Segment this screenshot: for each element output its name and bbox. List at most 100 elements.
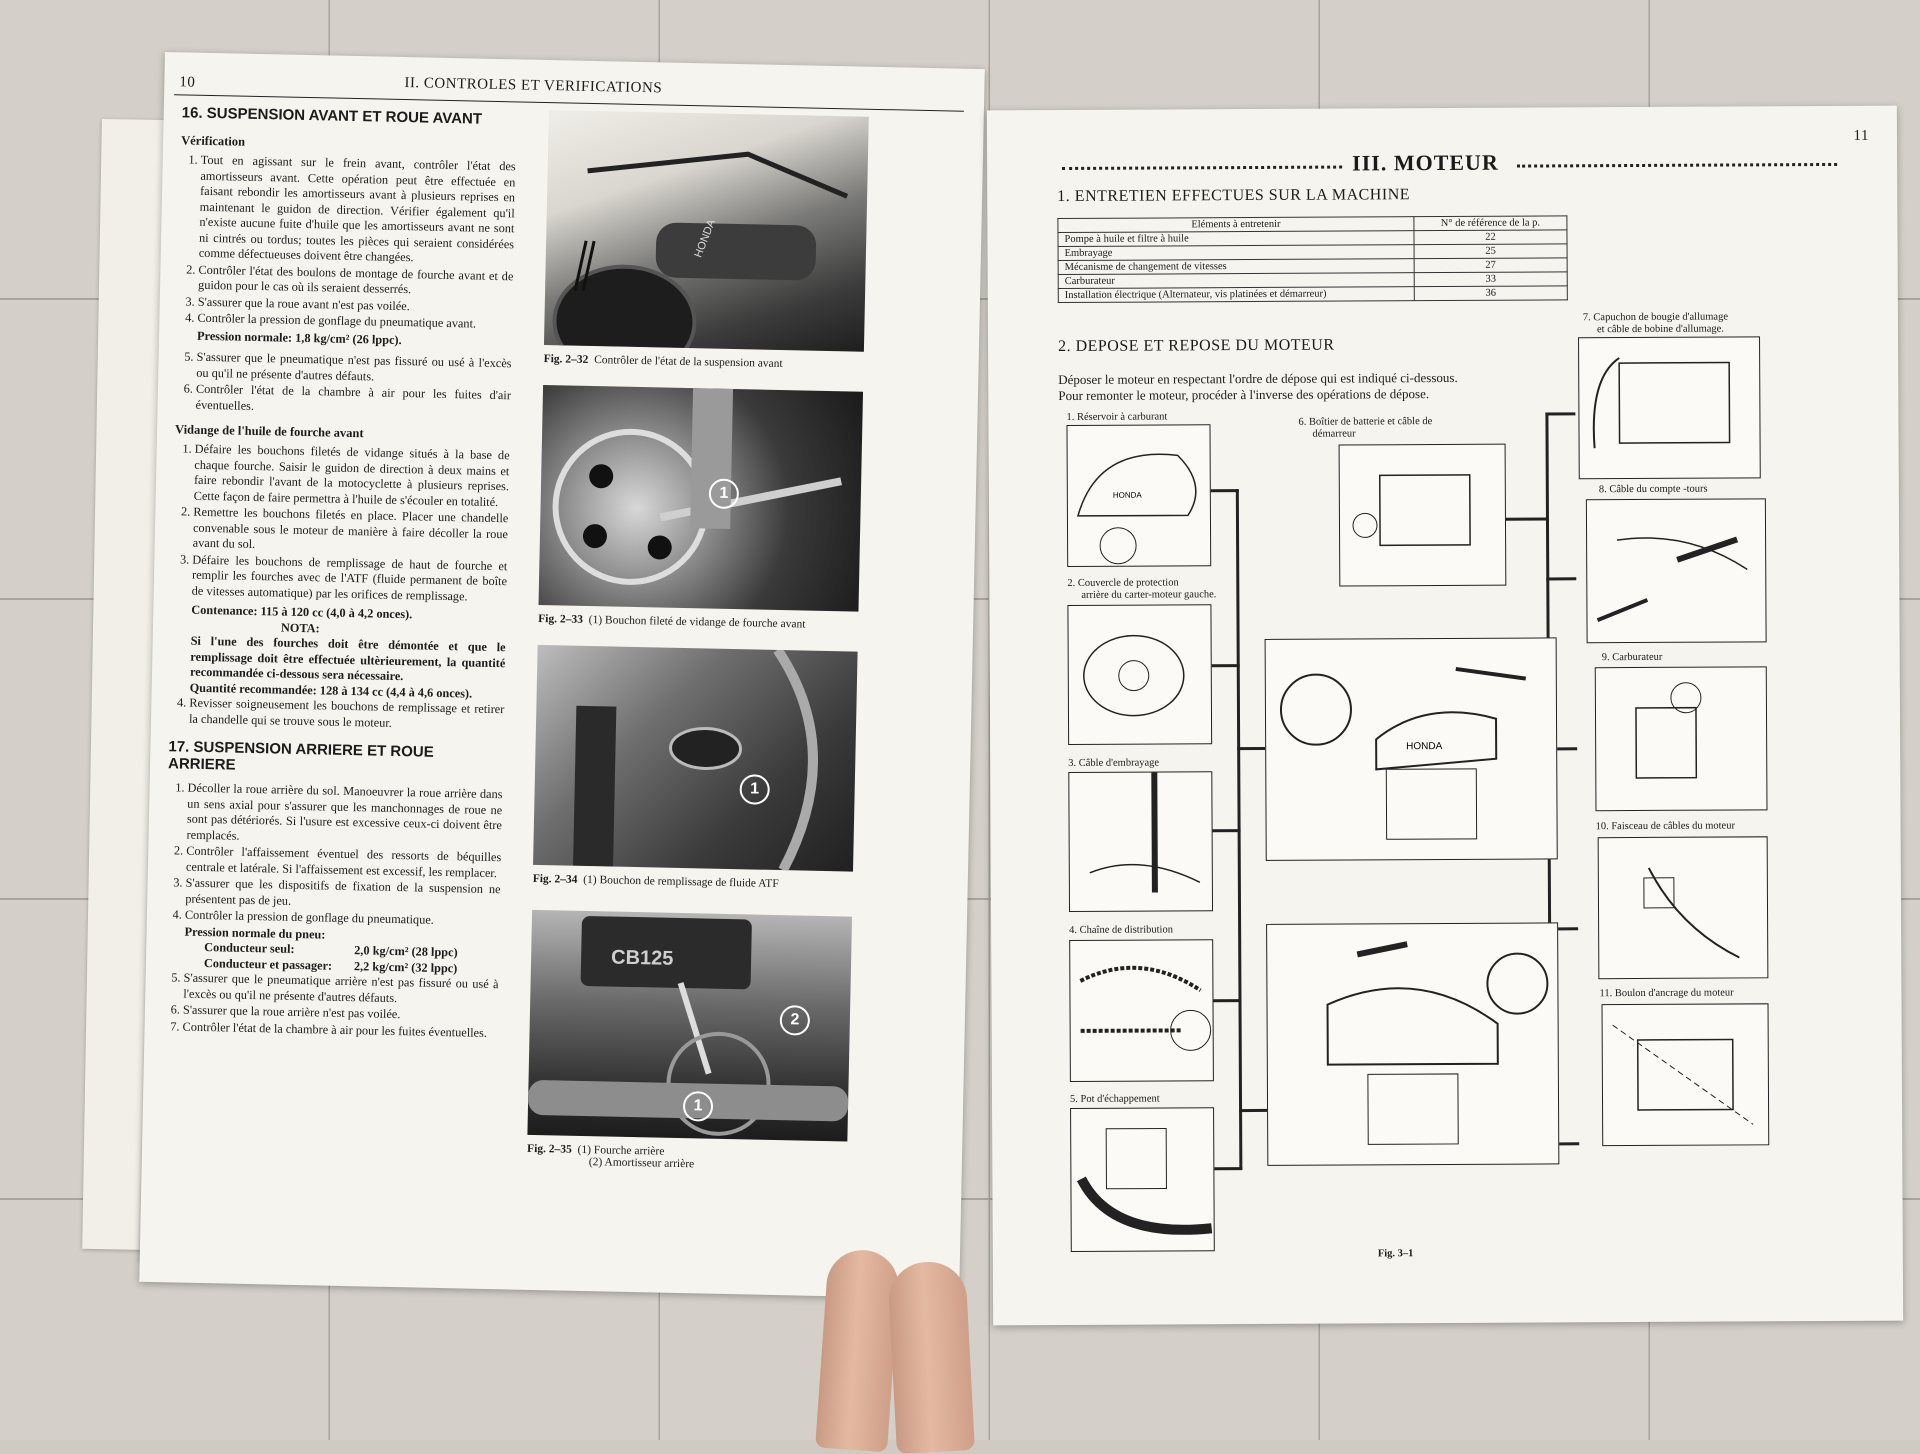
list-item: S'assurer que le pneumatique arrière n'e… bbox=[183, 971, 499, 1009]
fig-label: Fig. 2–34 bbox=[532, 872, 578, 886]
step-5-label: 5. Pot d'échappement bbox=[1069, 1093, 1160, 1105]
section-2-intro-2: Pour remonter le moteur, procéder à l'in… bbox=[1058, 386, 1430, 404]
connector bbox=[1210, 829, 1241, 833]
connector bbox=[1237, 746, 1266, 751]
engine-mount-bolt-drawing bbox=[1612, 1024, 1754, 1125]
spark-plug-cap-drawing bbox=[1592, 357, 1731, 449]
fig-caption: Contrôler de l'état de la suspension ava… bbox=[594, 354, 783, 371]
maintenance-table: Eléments à entretenir N° de référence de… bbox=[1057, 215, 1568, 303]
verification-heading: Vérification bbox=[181, 133, 246, 149]
fig-2-35-caption: Fig. 2–35 (1) Fourche arrière (2) Amorti… bbox=[527, 1143, 695, 1171]
exhaust-drawing bbox=[1076, 1127, 1213, 1235]
fork-drain-illustration bbox=[552, 388, 842, 585]
photo-fork-fill: 1 bbox=[533, 644, 858, 872]
connector bbox=[1503, 517, 1549, 521]
list-item: Contrôler l'état des boulons de montage … bbox=[198, 262, 514, 300]
list-item: S'assurer que les dispositifs de fixatio… bbox=[185, 876, 501, 914]
table-cell: 36 bbox=[1414, 285, 1568, 301]
rear-suspension-illustration: CB125 bbox=[528, 916, 849, 1136]
fuel-tank-drawing: HONDA bbox=[1076, 453, 1197, 565]
diagram-motorcycle-front: HONDA bbox=[1264, 637, 1558, 861]
clutch-cable-drawing bbox=[1089, 772, 1201, 893]
table-cell: 27 bbox=[1414, 257, 1568, 273]
chapter-rule-left bbox=[1062, 165, 1343, 170]
fig-label: Fig. 2–32 bbox=[543, 352, 589, 366]
list-item: Décoller la roue arrière du sol. Manoeuv… bbox=[186, 781, 502, 850]
wiring-harness-drawing bbox=[1643, 867, 1740, 959]
table-cell: Installation électrique (Alternateur, vi… bbox=[1058, 286, 1415, 303]
step-7-line-1: 7. Capuchon de bougie d'allumage bbox=[1582, 311, 1729, 324]
timing-chain-drawing bbox=[1079, 965, 1212, 1051]
connector bbox=[1545, 412, 1576, 416]
diagram-spark-plug-cap bbox=[1578, 336, 1761, 480]
connector bbox=[1211, 999, 1242, 1003]
fig-2-34-caption: Fig. 2–34 (1) Bouchon de remplissage de … bbox=[533, 873, 779, 890]
battery-box-drawing bbox=[1352, 474, 1471, 547]
fig-label: Fig. 2–33 bbox=[538, 612, 584, 626]
section-2-title: 2. DEPOSE ET REPOSE DU MOTEUR bbox=[1058, 336, 1335, 356]
tank-brand: HONDA bbox=[1113, 491, 1143, 500]
chapter-title: III. MOTEUR bbox=[1352, 149, 1499, 176]
table-row: Installation électrique (Alternateur, vi… bbox=[1058, 285, 1568, 303]
list-item: Remettre les bouchons filetés en place. … bbox=[193, 505, 509, 558]
motorcycle-engine-drawing bbox=[1326, 941, 1549, 1145]
step-9-label: 9. Carburateur bbox=[1601, 651, 1663, 664]
verification-list: Tout en agissant sur le frein avant, con… bbox=[177, 152, 516, 332]
step-2-line-2: arrière du carter-moteur gauche. bbox=[1081, 589, 1217, 601]
fig-caption: (1) Bouchon fileté de vidange de fourche… bbox=[588, 613, 806, 631]
diagram-clutch-cable bbox=[1068, 771, 1214, 912]
verification-list-2: S'assurer que le pneumatique n'est pas f… bbox=[175, 349, 511, 419]
list-item: Contrôler l'affaissement éventuel des re… bbox=[186, 844, 502, 882]
step-3-label: 3. Câble d'embrayage bbox=[1068, 757, 1160, 769]
list-item: Contrôler l'état de la chambre à air pou… bbox=[195, 382, 511, 420]
step-2-line-1: 2. Couvercle de protection bbox=[1067, 577, 1179, 589]
step-6-label: 6. Boîtier de batterie et câble de démar… bbox=[1298, 416, 1432, 441]
diagram-exhaust bbox=[1070, 1107, 1215, 1252]
section-17-title: 17. SUSPENSION ARRIERE ET ROUE ARRIERE bbox=[167, 738, 434, 774]
connector bbox=[1212, 1167, 1243, 1171]
drain-heading: Vidange de l'huile de fourche avant bbox=[174, 422, 364, 441]
list-item: Revisser soigneusement les bouchons de r… bbox=[189, 696, 505, 734]
crankcase-cover-drawing bbox=[1083, 634, 1185, 717]
fig-2-33-caption: Fig. 2–33 (1) Bouchon fileté de vidange … bbox=[538, 613, 806, 631]
diagram-crankcase-cover bbox=[1067, 604, 1213, 745]
front-suspension-illustration: HONDA bbox=[552, 151, 849, 352]
list-item: Défaire les bouchons filetés de vidange … bbox=[194, 442, 510, 511]
step-6-line-2: démarreur bbox=[1312, 428, 1356, 440]
drain-list-2: Revisser soigneusement les bouchons de r… bbox=[169, 695, 505, 733]
step-10-label: 10. Faisceau de câbles du moteur bbox=[1595, 820, 1735, 833]
right-page: 11 III. MOTEUR 1. ENTRETIEN EFFECTUES SU… bbox=[986, 105, 1904, 1326]
fig-2-32-caption: Fig. 2–32 Contrôler de l'état de la susp… bbox=[544, 353, 783, 370]
step-8-label: 8. Câble du compte -tours bbox=[1598, 483, 1708, 496]
table-cell: 25 bbox=[1414, 243, 1568, 259]
step-7-line-2: et câble de bobine d'allumage. bbox=[1596, 323, 1724, 336]
list-item: S'assurer que le pneumatique n'est pas f… bbox=[196, 350, 512, 388]
left-page: 10 II. CONTROLES ET VERIFICATIONS 16. SU… bbox=[139, 52, 985, 1299]
table-header: N° de référence de la p. bbox=[1413, 215, 1567, 231]
section-1-title: 1. ENTRETIEN EFFECTUES SUR LA MACHINE bbox=[1057, 186, 1411, 206]
connector bbox=[1209, 664, 1240, 668]
tachometer-cable-drawing bbox=[1596, 536, 1748, 623]
finger-left bbox=[815, 1247, 901, 1453]
step-1-label: 1. Réservoir à carburant bbox=[1066, 411, 1168, 423]
connector bbox=[1208, 489, 1239, 493]
fig-caption: (1) Bouchon de remplissage de fluide ATF bbox=[583, 873, 779, 891]
step-11-label: 11. Boulon d'ancrage du moteur bbox=[1599, 987, 1734, 1000]
list-item: Tout en agissant sur le frein avant, con… bbox=[199, 153, 516, 268]
connector bbox=[1239, 1108, 1268, 1113]
diagram-carburetor bbox=[1594, 666, 1768, 812]
side-cover-text: CB125 bbox=[611, 947, 674, 970]
chapter-rule-right bbox=[1517, 162, 1838, 168]
step-2-label: 2. Couvercle de protection arrière du ca… bbox=[1067, 577, 1216, 602]
photo-fork-drain: 1 bbox=[538, 384, 864, 612]
diagram-battery-box bbox=[1338, 443, 1507, 587]
page-number: 10 bbox=[179, 74, 196, 91]
fig-caption-2: (2) Amortisseur arrière bbox=[588, 1156, 695, 1171]
running-head: II. CONTROLES ET VERIFICATIONS bbox=[404, 75, 663, 97]
table-cell: 33 bbox=[1414, 271, 1568, 287]
diagram-wiring-harness bbox=[1597, 836, 1769, 980]
section-16-title: 16. SUSPENSION AVANT ET ROUE AVANT bbox=[181, 104, 483, 128]
step-4-label: 4. Chaîne de distribution bbox=[1069, 924, 1173, 936]
text-column: 16. SUSPENSION AVANT ET ROUE AVANT Vérif… bbox=[162, 104, 516, 1042]
nota-text: Si l'une des fourches doit être démontée… bbox=[189, 633, 506, 684]
